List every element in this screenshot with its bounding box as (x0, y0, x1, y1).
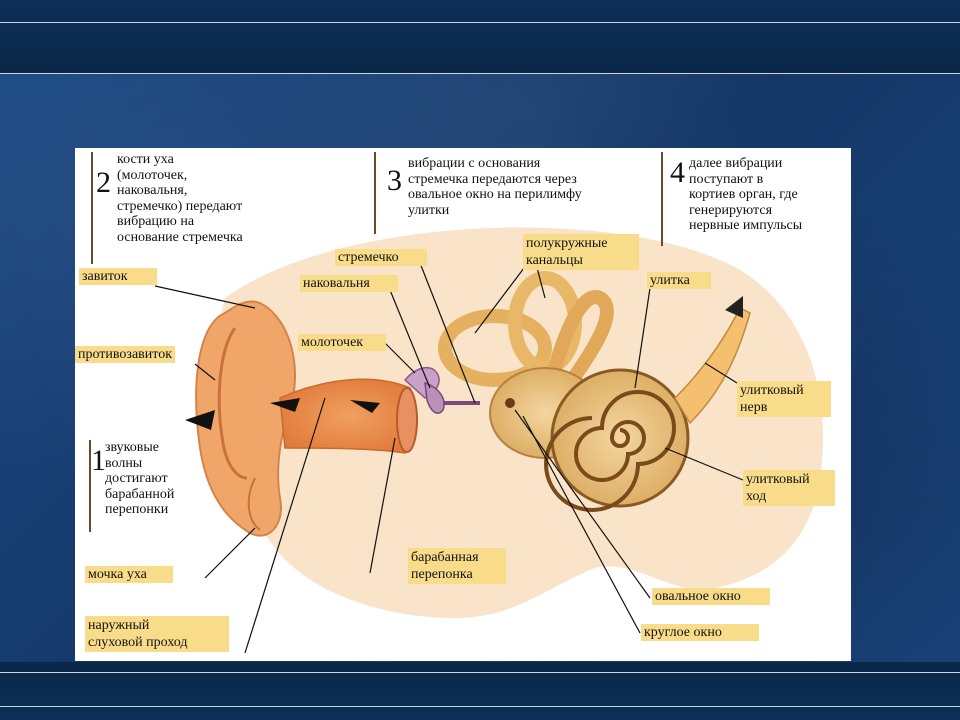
cochlea-shape (550, 368, 690, 508)
label-malleus: молоточек (298, 334, 386, 351)
step-1-text: звуковые волны достигают барабанной пере… (105, 440, 174, 518)
step-2-line: вибрацию на (117, 214, 195, 229)
step-2-number: 2 (96, 166, 111, 199)
label-cochlear-duct-line: улитковый (746, 472, 810, 487)
lobe-fold (247, 477, 261, 531)
semicircular-canal-1 (438, 309, 552, 387)
label-earlobe: мочка уха (85, 566, 173, 583)
step-4-line: далее вибрации (689, 156, 783, 171)
ear-diagram: 2 кости уха (молоточек, наковальня, стре… (75, 148, 851, 661)
cochlea-spiral (544, 390, 676, 512)
step-1-line: достигают (105, 471, 168, 486)
step-1-line: барабанной (105, 486, 175, 502)
label-cochlear-nerve-line: улитковый (740, 383, 804, 398)
step-3-text: вибрации с основания стремечка передаютс… (408, 156, 582, 218)
label-ear-canal-line: наружный (88, 618, 150, 633)
sound-arrow-3 (350, 400, 380, 413)
step-3-line: стремечка передаются через (408, 171, 577, 187)
step-2-line: (молоточек, (117, 167, 188, 183)
label-eardrum-line: перепонка (411, 567, 473, 582)
title-band (0, 0, 960, 74)
label-round-window: круглое окно (641, 624, 759, 641)
step-1-line: перепонки (105, 502, 169, 517)
label-antihelix: противозавиток (75, 346, 176, 363)
label-cochlear-duct-line: ход (746, 489, 767, 504)
label-semicircular-line: полукружные (526, 236, 608, 251)
step-4-number: 4 (670, 156, 685, 189)
header-rule (0, 73, 960, 74)
step-2-line: основание стремечка (117, 229, 243, 245)
footer-rule (0, 672, 960, 673)
step-1-bar (89, 440, 91, 532)
label-semicircular-canals: полукружные канальцы (523, 234, 639, 270)
step-3-line: улитки (408, 202, 450, 218)
step-2-bar (91, 152, 93, 264)
bottom-rule (0, 706, 960, 707)
label-ear-canal-line: слуховой проход (88, 635, 188, 650)
ossicle-incus (424, 381, 445, 414)
cochlear-nerve-shape (674, 306, 751, 425)
antihelix-ridge (217, 327, 248, 480)
label-cochlea: улитка (647, 272, 711, 289)
step-4-line: нервные импульсы (689, 218, 803, 233)
step-2-text: кости уха (молоточек, наковальня, стреме… (117, 152, 243, 245)
step-3-line: овальное окно на перилимфу (408, 187, 582, 202)
tympanic-membrane-shape (396, 387, 418, 453)
step-1-line: волны (105, 455, 143, 471)
nerve-arrow (725, 296, 743, 318)
label-cochlear-duct: улитковый ход (743, 470, 835, 506)
step-3-line: вибрации с основания (408, 156, 541, 171)
sound-arrow-1 (185, 410, 215, 430)
oval-window-shape (505, 398, 515, 408)
label-cochlear-nerve: улитковый нерв (737, 381, 831, 417)
step-1-line: звуковые (105, 440, 159, 455)
footer-band (0, 662, 960, 720)
step-2-line: кости уха (117, 152, 174, 167)
step-2-line: наковальня, (117, 183, 188, 198)
label-cochlear-nerve-line: нерв (740, 400, 768, 415)
step-4-line: поступают в (689, 171, 764, 187)
step-4-line: кортиев орган, где (689, 187, 798, 202)
label-ear-canal: наружный слуховой проход (85, 616, 229, 652)
step-4-bar (661, 152, 663, 246)
label-oval-window: овальное окно (652, 588, 770, 605)
step-4-line: генерируются (689, 202, 773, 218)
label-semicircular-line: канальцы (526, 253, 583, 268)
step-1-number: 1 (91, 444, 106, 477)
ear-anatomy-illustration (154, 227, 824, 654)
step-3-bar (374, 152, 376, 234)
step-4-text: далее вибрации поступают в кортиев орган… (689, 156, 802, 234)
label-stapes: стремечко (335, 249, 427, 266)
label-helix: завиток (79, 268, 157, 285)
top-rule (0, 22, 960, 23)
sound-arrow-2 (270, 398, 300, 412)
step-3-number: 3 (387, 164, 402, 197)
label-incus: наковальня (300, 275, 398, 292)
label-eardrum-line: барабанная (411, 550, 479, 565)
leader-lines (154, 259, 744, 654)
step-2-line: стремечко) передают (117, 198, 243, 214)
label-eardrum: барабанная перепонка (408, 548, 506, 584)
semicircular-canal-3 (548, 290, 614, 388)
